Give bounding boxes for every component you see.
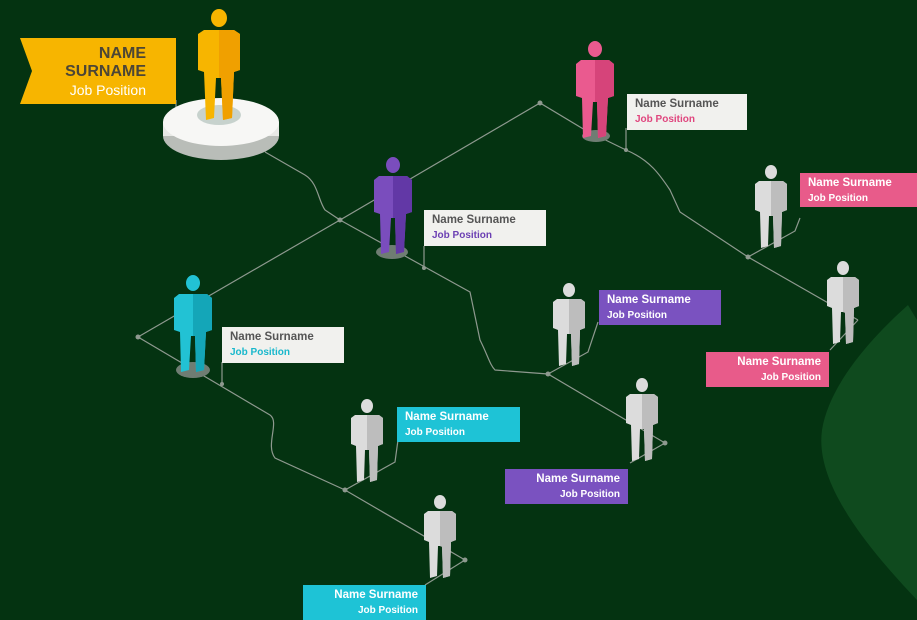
- violet-member-2-label: Name Surname Job Position: [505, 469, 628, 504]
- person-name: Name Surname: [536, 473, 620, 485]
- cyan-lead-figure: [170, 274, 216, 380]
- top-surname: SURNAME: [65, 63, 146, 80]
- connector-line: [339, 219, 666, 444]
- person-position: Job Position: [607, 310, 667, 321]
- cyan-member-2-label: Name Surname Job Position: [303, 585, 426, 620]
- background-blob: [821, 305, 917, 620]
- violet-member-2-figure: [623, 377, 661, 465]
- connector-line: [547, 321, 599, 375]
- top-position: Job Position: [69, 82, 146, 98]
- top-person-figure: [196, 8, 242, 122]
- person-position: Job Position: [358, 605, 418, 616]
- person-position: Job Position: [230, 347, 290, 358]
- person-name: Name Surname: [405, 411, 489, 423]
- person-position: Job Position: [761, 372, 821, 383]
- person-position: Job Position: [560, 489, 620, 500]
- cyan-member-1-label: Name Surname Job Position: [397, 407, 520, 442]
- top-name: NAME: [98, 45, 146, 62]
- magenta-member-1-label: Name Surname Job Position: [800, 173, 917, 207]
- person-name: Name Surname: [607, 294, 691, 306]
- connector-line: [175, 100, 627, 384]
- person-position: Job Position: [405, 427, 465, 438]
- top-pedestal: [163, 98, 279, 160]
- person-name: Name Surname: [635, 98, 719, 110]
- person-name: Name Surname: [737, 356, 821, 368]
- magenta-lead-label: Name Surname Job Position: [627, 94, 747, 130]
- cyan-lead-label: Name Surname Job Position: [222, 327, 344, 363]
- violet-member-1-label: Name Surname Job Position: [599, 290, 721, 325]
- violet-member-1-figure: [550, 282, 588, 370]
- connector-line: [747, 217, 801, 258]
- magenta-lead-figure: [572, 40, 618, 144]
- magenta-member-2-label: Name Surname Job Position: [706, 352, 829, 387]
- person-name: Name Surname: [230, 331, 314, 343]
- top-name-banner: NAME SURNAME Job Position: [20, 38, 176, 104]
- person-name: Name Surname: [808, 177, 892, 189]
- person-position: Job Position: [635, 114, 695, 125]
- violet-lead-figure: [370, 156, 416, 262]
- person-name: Name Surname: [334, 589, 418, 601]
- violet-lead-label: Name Surname Job Position: [424, 210, 546, 246]
- magenta-member-1-figure: [752, 164, 790, 252]
- person-name: Name Surname: [432, 214, 516, 226]
- magenta-member-2-figure: [824, 260, 862, 348]
- connector-line: [136, 219, 466, 561]
- person-position: Job Position: [808, 193, 868, 204]
- cyan-member-2-figure: [421, 494, 459, 582]
- person-position: Job Position: [432, 230, 492, 241]
- cyan-member-1-figure: [348, 398, 386, 486]
